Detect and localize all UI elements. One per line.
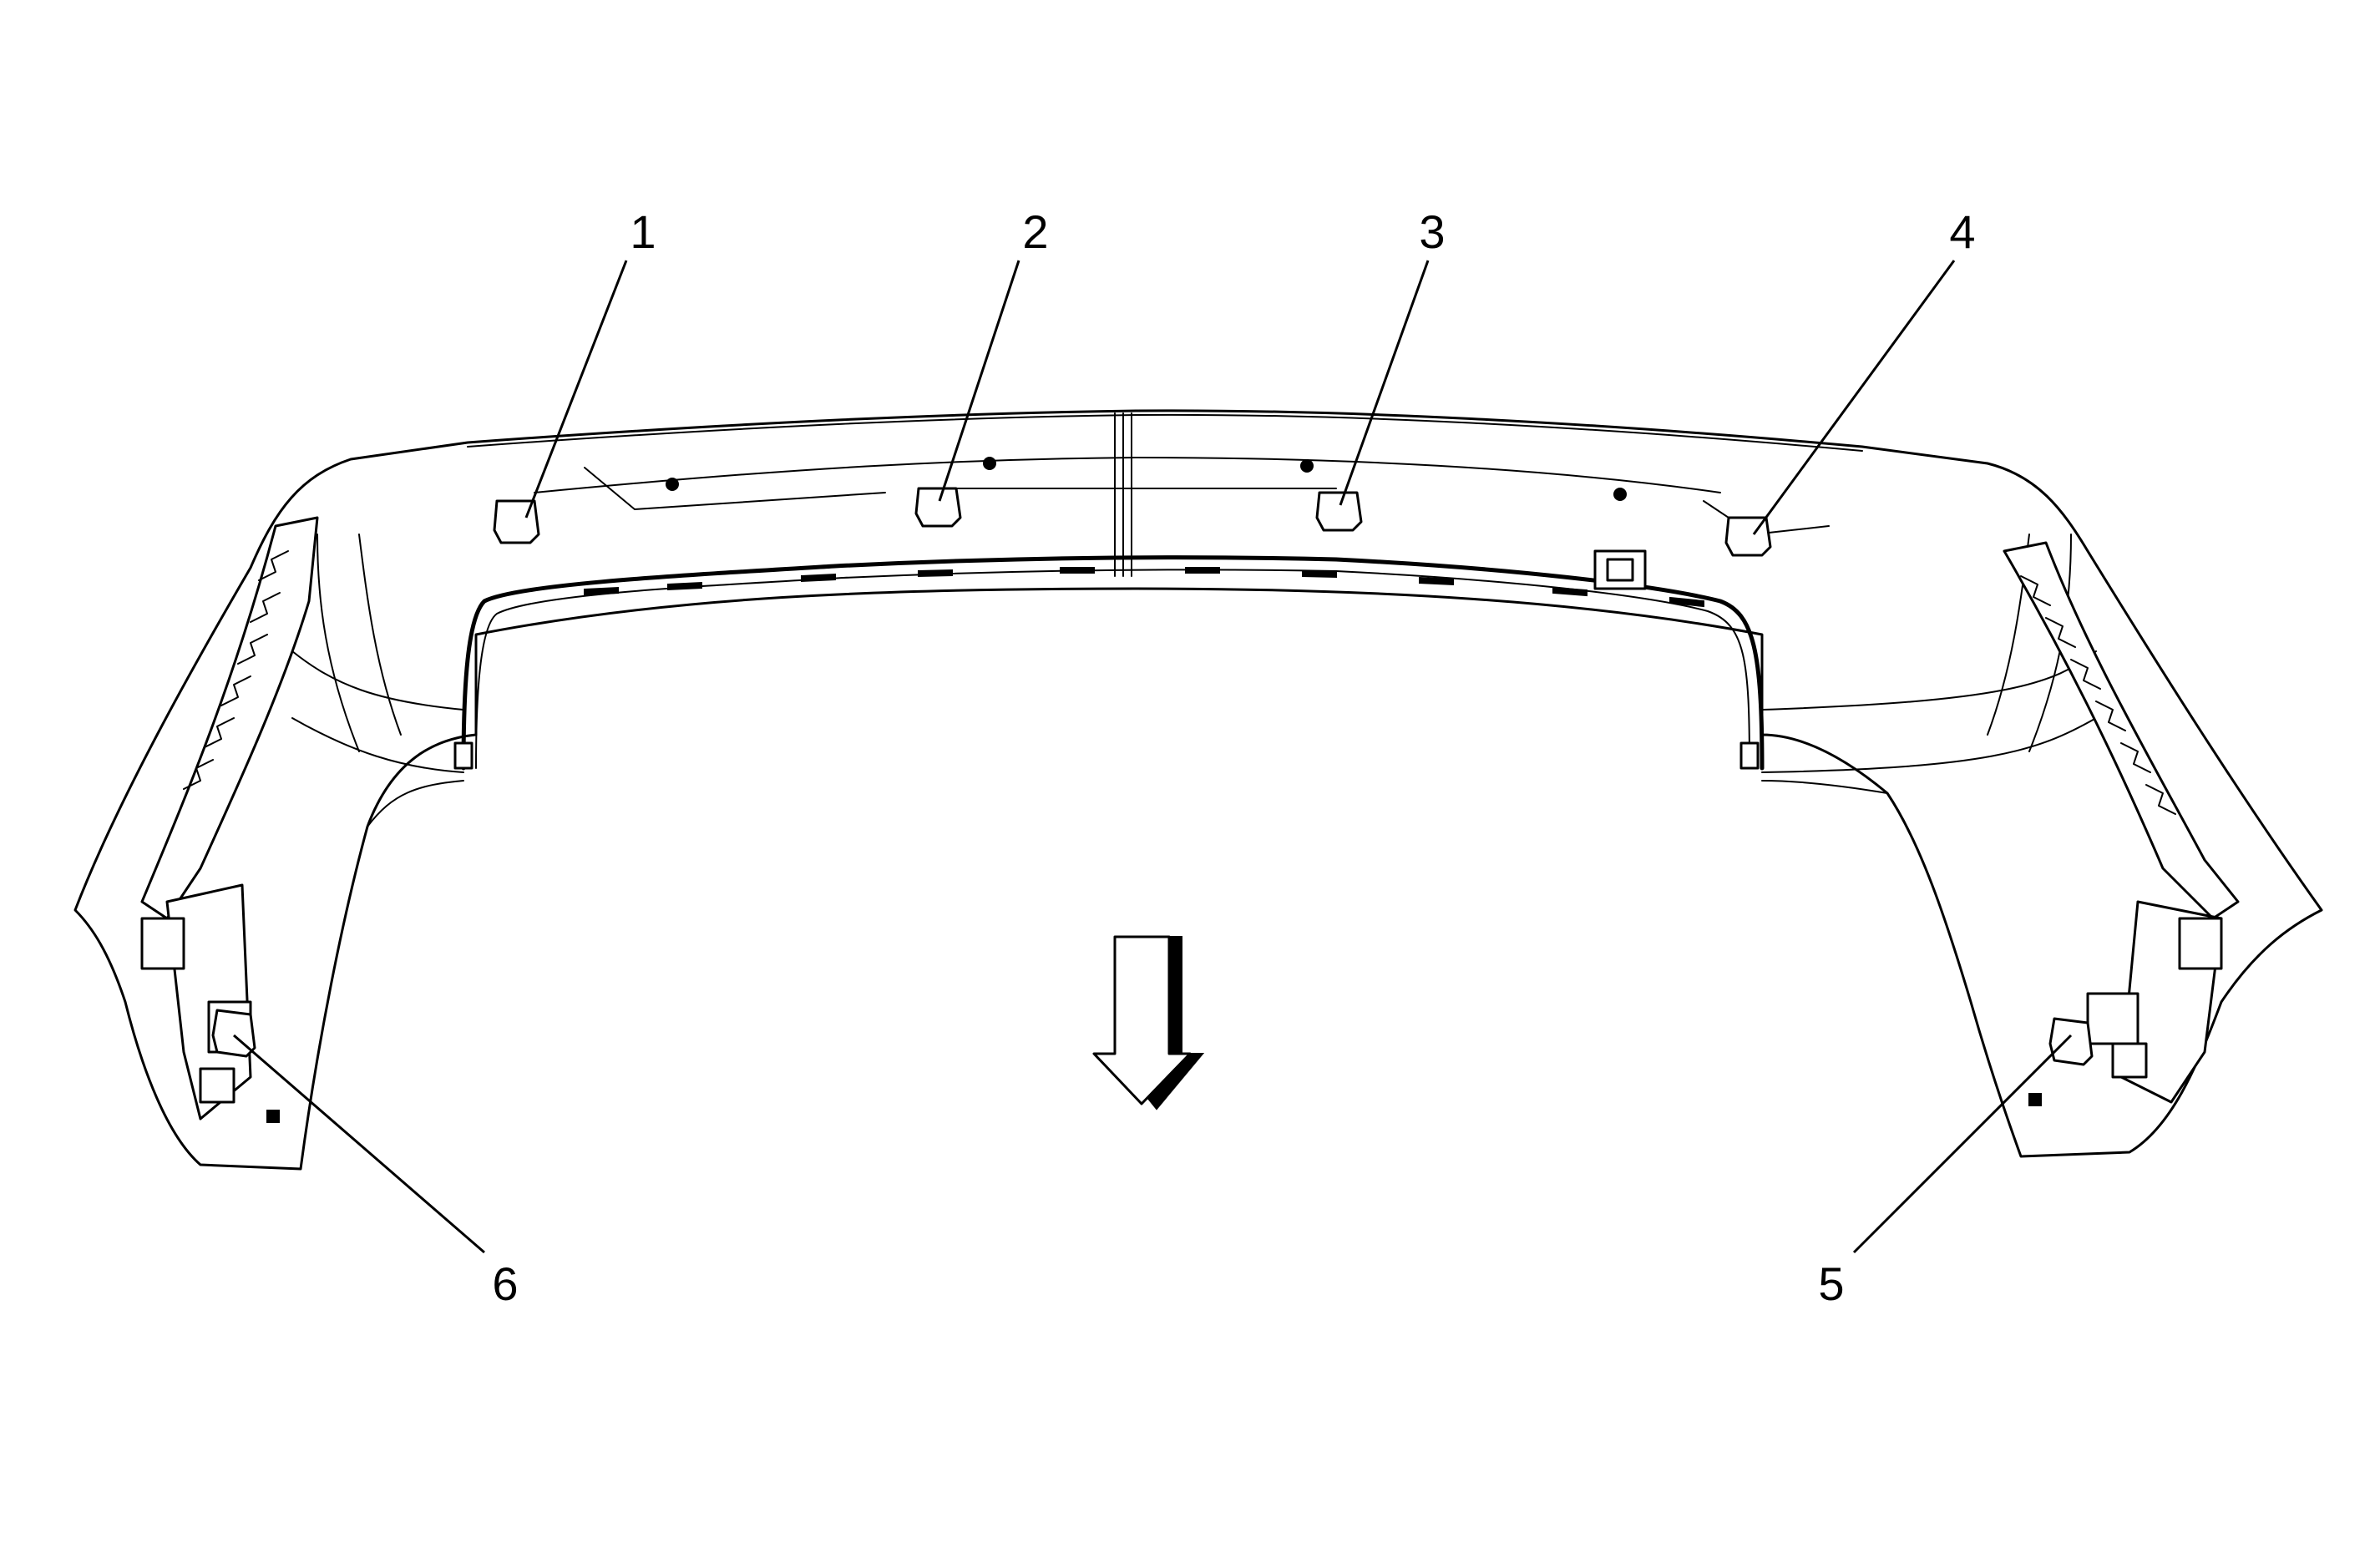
clip-4 (1724, 516, 1772, 557)
clip-2 (914, 487, 962, 528)
clip-3 (1315, 491, 1363, 532)
clip-1 (493, 499, 540, 544)
leader-line-6 (233, 1034, 485, 1254)
callout-5: 5 (1818, 1257, 1845, 1310)
right-side-bracket (2003, 541, 2240, 1106)
callout-4: 4 (1949, 205, 1976, 258)
inner-opening-edge (461, 549, 1765, 771)
upper-trim-strip (467, 412, 1863, 577)
left-side-bracket (140, 516, 319, 1123)
arrow-down-icon (1092, 935, 1205, 1110)
leader-line-2 (938, 260, 1020, 502)
callout-6: 6 (492, 1257, 519, 1310)
leader-line-1 (524, 260, 628, 518)
leader-line-5 (1852, 1034, 2073, 1254)
callout-2: 2 (1022, 205, 1049, 258)
leader-line-4 (1752, 260, 1956, 535)
leader-line-3 (1339, 260, 1430, 506)
bumper-fascia (73, 409, 2323, 1171)
inner-fascia-surfaces (291, 534, 2097, 827)
callout-1: 1 (630, 205, 656, 258)
clip-5 (2048, 1017, 2094, 1066)
callout-3: 3 (1419, 205, 1446, 258)
leader-lines (233, 260, 2073, 1254)
